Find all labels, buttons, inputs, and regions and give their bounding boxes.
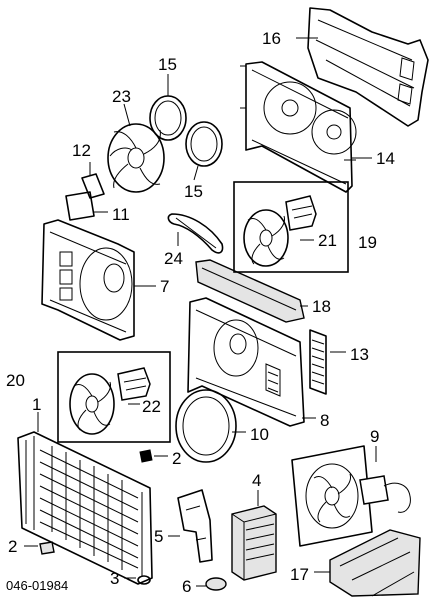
- twin-fan-shroud-14[interactable]: [240, 61, 372, 193]
- louver-panel-13[interactable]: [309, 329, 346, 395]
- fan-shroud-8[interactable]: [187, 297, 316, 427]
- callout-4: 4: [252, 471, 261, 490]
- callout-8: 8: [320, 411, 329, 430]
- fan-assembly-19[interactable]: [233, 181, 349, 273]
- fan-shroud-7[interactable]: [41, 219, 156, 341]
- clip-2-upper[interactable]: [139, 449, 168, 463]
- callout-24: 24: [164, 249, 183, 268]
- deflector-18[interactable]: [195, 259, 308, 323]
- callout-13: 13: [350, 345, 369, 364]
- callout-16: 16: [262, 29, 281, 48]
- callout-3: 3: [110, 569, 119, 588]
- callout-6: 6: [182, 577, 191, 596]
- gasket-15-lower[interactable]: [185, 121, 223, 181]
- callout-10: 10: [250, 425, 269, 444]
- callout-15-top: 15: [158, 55, 177, 74]
- callout-14: 14: [376, 149, 395, 168]
- callout-23: 23: [112, 87, 131, 106]
- grommet-3[interactable]: [124, 575, 151, 585]
- fan-motor-9[interactable]: [291, 445, 411, 547]
- module-4[interactable]: [231, 490, 277, 581]
- bracket-5[interactable]: [168, 489, 213, 563]
- callout-15-bottom: 15: [184, 182, 203, 201]
- radiator-1[interactable]: [17, 412, 153, 585]
- duct-17[interactable]: [314, 529, 421, 597]
- callout-17: 17: [290, 565, 309, 584]
- gasket-10[interactable]: [175, 389, 246, 463]
- callout-1: 1: [32, 395, 41, 414]
- callout-22: 22: [142, 397, 161, 416]
- callout-19: 19: [358, 233, 377, 252]
- shroud-panel-16[interactable]: [296, 7, 429, 127]
- cover-plate-11[interactable]: [65, 191, 108, 221]
- seal-strip-24[interactable]: [167, 213, 224, 254]
- callout-5: 5: [154, 527, 163, 546]
- fan-assembly-20[interactable]: [57, 351, 171, 443]
- callout-12: 12: [72, 141, 91, 160]
- callout-7: 7: [160, 277, 169, 296]
- callout-20: 20: [6, 371, 25, 390]
- callout-11: 11: [112, 205, 130, 224]
- callout-2-lower: 2: [8, 537, 17, 556]
- bracket-12[interactable]: [81, 162, 105, 199]
- cap-6[interactable]: [196, 577, 227, 591]
- callout-2-upper: 2: [172, 449, 181, 468]
- callout-18: 18: [312, 297, 331, 316]
- callout-21: 21: [318, 231, 337, 250]
- drawing-code: 046-01984: [6, 578, 68, 593]
- fan-blade-23[interactable]: [107, 103, 165, 193]
- clip-2-lower[interactable]: [24, 541, 55, 555]
- gasket-15-upper[interactable]: [149, 74, 187, 141]
- callout-9: 9: [370, 427, 379, 446]
